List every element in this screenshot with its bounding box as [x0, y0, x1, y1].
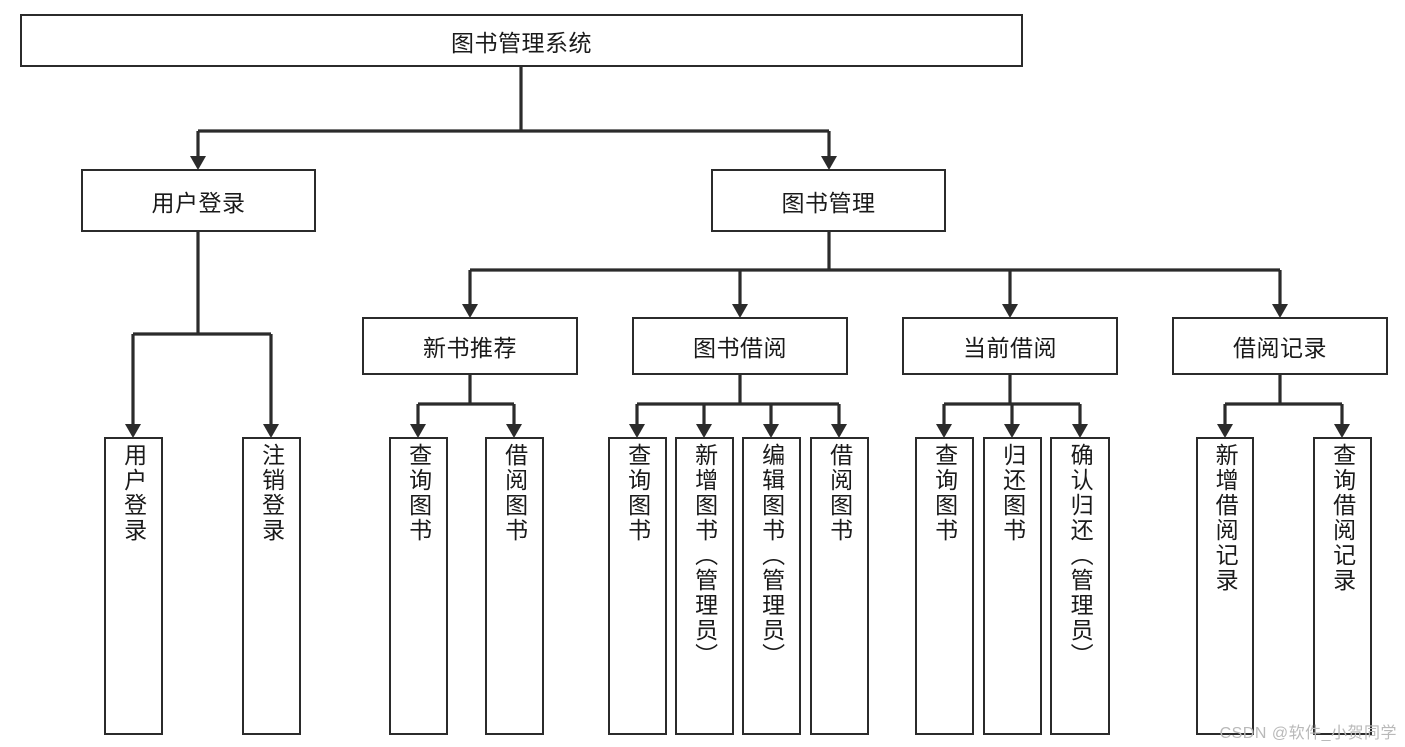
- node-leaf-edit-book-admin-label: 编辑图书（管理员）: [758, 443, 785, 668]
- node-root-label: 图书管理系统: [451, 29, 592, 56]
- node-leaf-query-borrow-record[interactable]: 查询借阅记录: [1313, 437, 1372, 735]
- arrowhead-icon: [506, 424, 522, 438]
- node-leaf-add-book-admin-label: 新增图书（管理员）: [691, 443, 718, 668]
- node-leaf-confirm-return-admin[interactable]: 确认归还（管理员）: [1050, 437, 1110, 735]
- node-book-borrow[interactable]: 图书借阅: [632, 317, 848, 375]
- node-leaf-query-book-rec-label: 查询图书: [405, 443, 432, 543]
- node-leaf-query-book-current-label: 查询图书: [931, 443, 958, 543]
- edge-bookborrow-to-leaves: [635, 375, 841, 426]
- node-leaf-return-book-label: 归还图书: [999, 443, 1026, 543]
- node-leaf-add-borrow-record-label: 新增借阅记录: [1212, 443, 1239, 593]
- node-leaf-query-book-rec[interactable]: 查询图书: [389, 437, 448, 735]
- arrowhead-icon: [629, 424, 645, 438]
- node-leaf-query-book-borrow[interactable]: 查询图书: [608, 437, 667, 735]
- watermark: CSDN @软件_小贺同学: [1219, 725, 1397, 742]
- node-leaf-user-login[interactable]: 用户登录: [104, 437, 163, 735]
- arrowhead-icon: [1004, 424, 1020, 438]
- arrowhead-icon: [1072, 424, 1088, 438]
- arrowhead-icon: [190, 156, 206, 170]
- edge-borrowrecord-to-leaves: [1223, 375, 1344, 426]
- node-leaf-add-book-admin[interactable]: 新增图书（管理员）: [675, 437, 734, 735]
- node-leaf-borrow-book[interactable]: 借阅图书: [810, 437, 869, 735]
- node-leaf-query-borrow-record-label: 查询借阅记录: [1329, 443, 1356, 593]
- node-leaf-borrow-book-rec-label: 借阅图书: [501, 443, 528, 543]
- arrowhead-icon: [763, 424, 779, 438]
- arrowhead-icon: [1217, 424, 1233, 438]
- node-borrow-record-label: 借阅记录: [1233, 335, 1327, 361]
- node-user-login-label: 用户登录: [151, 189, 246, 216]
- node-borrow-record[interactable]: 借阅记录: [1172, 317, 1388, 375]
- node-root[interactable]: 图书管理系统: [20, 14, 1023, 67]
- node-leaf-return-book[interactable]: 归还图书: [983, 437, 1042, 735]
- arrowhead-icon: [821, 156, 837, 170]
- node-leaf-user-login-label: 用户登录: [120, 443, 147, 543]
- edge-userlogin-to-leaves: [131, 232, 273, 426]
- node-current-borrow-label: 当前借阅: [963, 335, 1057, 361]
- node-leaf-confirm-return-admin-label: 确认归还（管理员）: [1067, 443, 1094, 668]
- node-current-borrow[interactable]: 当前借阅: [902, 317, 1118, 375]
- node-leaf-edit-book-admin[interactable]: 编辑图书（管理员）: [742, 437, 801, 735]
- node-book-manage-label: 图书管理: [781, 189, 876, 216]
- node-book-borrow-label: 图书借阅: [693, 335, 787, 361]
- arrowhead-icon: [263, 424, 279, 438]
- arrowhead-icon: [936, 424, 952, 438]
- arrowhead-icon: [1272, 304, 1288, 318]
- node-leaf-add-borrow-record[interactable]: 新增借阅记录: [1196, 437, 1254, 735]
- node-leaf-borrow-book-rec[interactable]: 借阅图书: [485, 437, 544, 735]
- arrowhead-icon: [732, 304, 748, 318]
- node-leaf-query-book-current[interactable]: 查询图书: [915, 437, 974, 735]
- node-leaf-borrow-book-label: 借阅图书: [826, 443, 853, 543]
- edge-newbook-to-leaves: [416, 375, 516, 426]
- arrowhead-icon: [696, 424, 712, 438]
- arrowhead-icon: [1334, 424, 1350, 438]
- node-leaf-logout-login-label: 注销登录: [258, 443, 285, 543]
- node-leaf-logout-login[interactable]: 注销登录: [242, 437, 301, 735]
- arrowhead-icon: [462, 304, 478, 318]
- arrowhead-icon: [831, 424, 847, 438]
- arrowhead-icon: [1002, 304, 1018, 318]
- edge-root-to-level1: [196, 67, 831, 158]
- arrowhead-icon: [410, 424, 426, 438]
- edge-currentborrow-to-leaves: [942, 375, 1082, 426]
- node-new-book-recommend-label: 新书推荐: [423, 335, 517, 361]
- node-leaf-query-book-borrow-label: 查询图书: [624, 443, 651, 543]
- arrowhead-icon: [125, 424, 141, 438]
- node-new-book-recommend[interactable]: 新书推荐: [362, 317, 578, 375]
- edge-booksmanage-to-level2: [468, 232, 1282, 306]
- node-user-login[interactable]: 用户登录: [81, 169, 316, 232]
- node-book-manage[interactable]: 图书管理: [711, 169, 946, 232]
